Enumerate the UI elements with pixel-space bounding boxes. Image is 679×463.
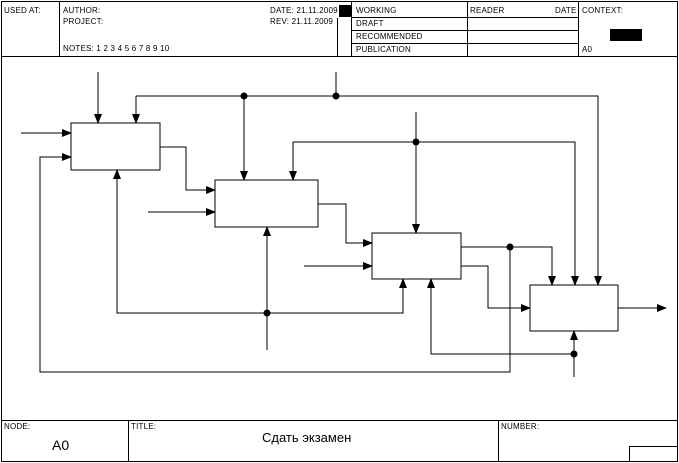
activity-box-2[interactable] (214, 179, 319, 228)
mechanism-arrow (113, 169, 267, 314)
flow-arrow (461, 265, 531, 312)
date-value: DATE: 21.11.2009 (270, 6, 338, 15)
status-row-line (351, 43, 578, 44)
control-arrow (293, 141, 579, 286)
status-row-line (351, 17, 578, 18)
reader-label: READER (470, 6, 505, 15)
header-col-line (59, 1, 60, 56)
mechanism-arrow (267, 278, 407, 314)
context-label: CONTEXT: (582, 6, 624, 15)
activity-box-4[interactable] (529, 284, 619, 332)
footer-col-line (128, 420, 129, 462)
mechanism-arrow (427, 278, 574, 355)
title-label: TITLE: (131, 422, 157, 431)
notes-label: NOTES: 1 2 3 4 5 6 7 8 9 10 (63, 44, 170, 53)
context-thumbnail (610, 29, 642, 41)
status-recommended: RECOMMENDED (356, 32, 423, 41)
number-label: NUMBER: (501, 422, 540, 431)
header-col-line (467, 1, 468, 56)
junction-dot (506, 243, 514, 251)
feedback-arrow (39, 153, 511, 373)
status-working: WORKING (356, 6, 397, 15)
used-at-label: USED AT: (4, 6, 41, 15)
header-col-line (578, 1, 579, 56)
flow-arrow (160, 146, 216, 194)
working-status-marker (339, 5, 351, 17)
node-value: A0 (52, 437, 70, 453)
reader-date-label: DATE (555, 6, 577, 15)
header-col-line (337, 18, 338, 56)
junction-dot (570, 350, 578, 358)
junction-dot (412, 138, 420, 146)
footer-col-line (498, 420, 499, 462)
footer-divider (1, 420, 678, 421)
status-publication: PUBLICATION (356, 45, 411, 54)
diagram-title: Сдать экзамен (262, 430, 352, 445)
footer-corner-line (629, 446, 630, 462)
flow-arrow (461, 246, 556, 286)
junction-dot (240, 92, 248, 100)
activity-box-3[interactable] (371, 232, 462, 280)
project-label: PROJECT: (63, 17, 104, 26)
activity-box-1[interactable] (70, 122, 161, 171)
context-node: A0 (582, 45, 593, 54)
status-draft: DRAFT (356, 19, 384, 28)
junction-dot (263, 309, 271, 317)
control-arrow (136, 95, 602, 286)
junction-dot (332, 92, 340, 100)
flow-arrow (318, 203, 373, 247)
node-label: NODE: (4, 422, 31, 431)
rev-value: REV: 21.11.2009 (270, 17, 334, 26)
author-label: AUTHOR: (63, 6, 101, 15)
footer-corner-line (629, 446, 678, 447)
status-row-line (351, 30, 578, 31)
header-divider (1, 56, 678, 57)
header-col-line (351, 1, 352, 56)
